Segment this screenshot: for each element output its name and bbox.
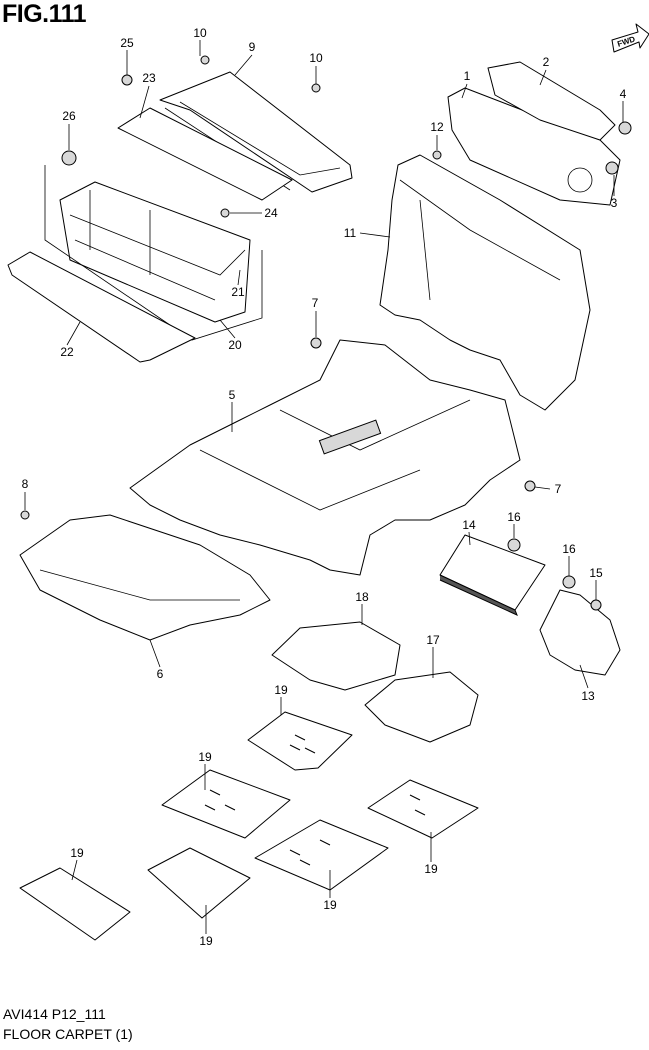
part-9-luggage-board xyxy=(159,71,353,193)
part-19-mat xyxy=(19,711,479,941)
callout: 19 xyxy=(274,683,288,697)
part-1-dash-insulator xyxy=(447,87,621,206)
callout: 7 xyxy=(555,482,562,496)
callout: 3 xyxy=(611,196,618,210)
callout: 16 xyxy=(507,510,521,524)
callout: 2 xyxy=(543,55,550,69)
callout: 9 xyxy=(249,40,256,54)
callout: 20 xyxy=(228,338,242,352)
part-17-mat xyxy=(364,671,479,743)
leader-lines xyxy=(24,40,624,934)
callout: 4 xyxy=(620,87,627,101)
callout: 19 xyxy=(323,898,337,912)
figure-title: FIG.111 xyxy=(2,0,87,28)
callout: 19 xyxy=(198,750,212,764)
part-23-board xyxy=(117,107,293,201)
callout: 7 xyxy=(312,296,319,310)
callout: 8 xyxy=(22,477,29,491)
callout: 10 xyxy=(193,26,207,40)
part-2-insulator xyxy=(487,61,616,141)
callout: 18 xyxy=(355,590,369,604)
part-6-rear-floor-carpet xyxy=(19,514,271,641)
callout: 15 xyxy=(589,566,603,580)
callout: 6 xyxy=(157,667,164,681)
callout: 21 xyxy=(231,285,245,299)
callout: 26 xyxy=(62,109,76,123)
part-22-cover xyxy=(7,251,196,363)
diagram-code: AVI414 P12_111 xyxy=(3,1006,106,1022)
callout: 19 xyxy=(424,862,438,876)
callout: 17 xyxy=(426,633,440,647)
callout: 14 xyxy=(462,518,476,532)
callout: 24 xyxy=(264,206,278,220)
part-13-side-panel xyxy=(539,589,621,676)
callout: 13 xyxy=(581,689,595,703)
callout-labels: 25 10 9 10 23 2 1 4 26 12 3 24 11 21 7 2… xyxy=(22,26,627,948)
callout: 12 xyxy=(430,120,444,134)
callout: 10 xyxy=(309,51,323,65)
callout: 19 xyxy=(70,846,84,860)
callout: 22 xyxy=(60,345,74,359)
part-14-mat xyxy=(439,534,546,616)
part-18-mat xyxy=(271,621,401,691)
mat-dash-marks xyxy=(204,734,426,866)
callout: 1 xyxy=(464,69,471,83)
callout: 23 xyxy=(142,71,156,85)
part-11-dash-silencer xyxy=(379,154,591,411)
callout: 19 xyxy=(199,934,213,948)
callout: 25 xyxy=(120,36,134,50)
fwd-arrow-icon: FWD xyxy=(611,23,649,53)
callout: 5 xyxy=(229,388,236,402)
callout: 16 xyxy=(562,542,576,556)
part-5-floor-carpet xyxy=(129,339,521,576)
callout: 11 xyxy=(344,226,357,240)
diagram-caption: FLOOR CARPET (1) xyxy=(3,1026,133,1042)
